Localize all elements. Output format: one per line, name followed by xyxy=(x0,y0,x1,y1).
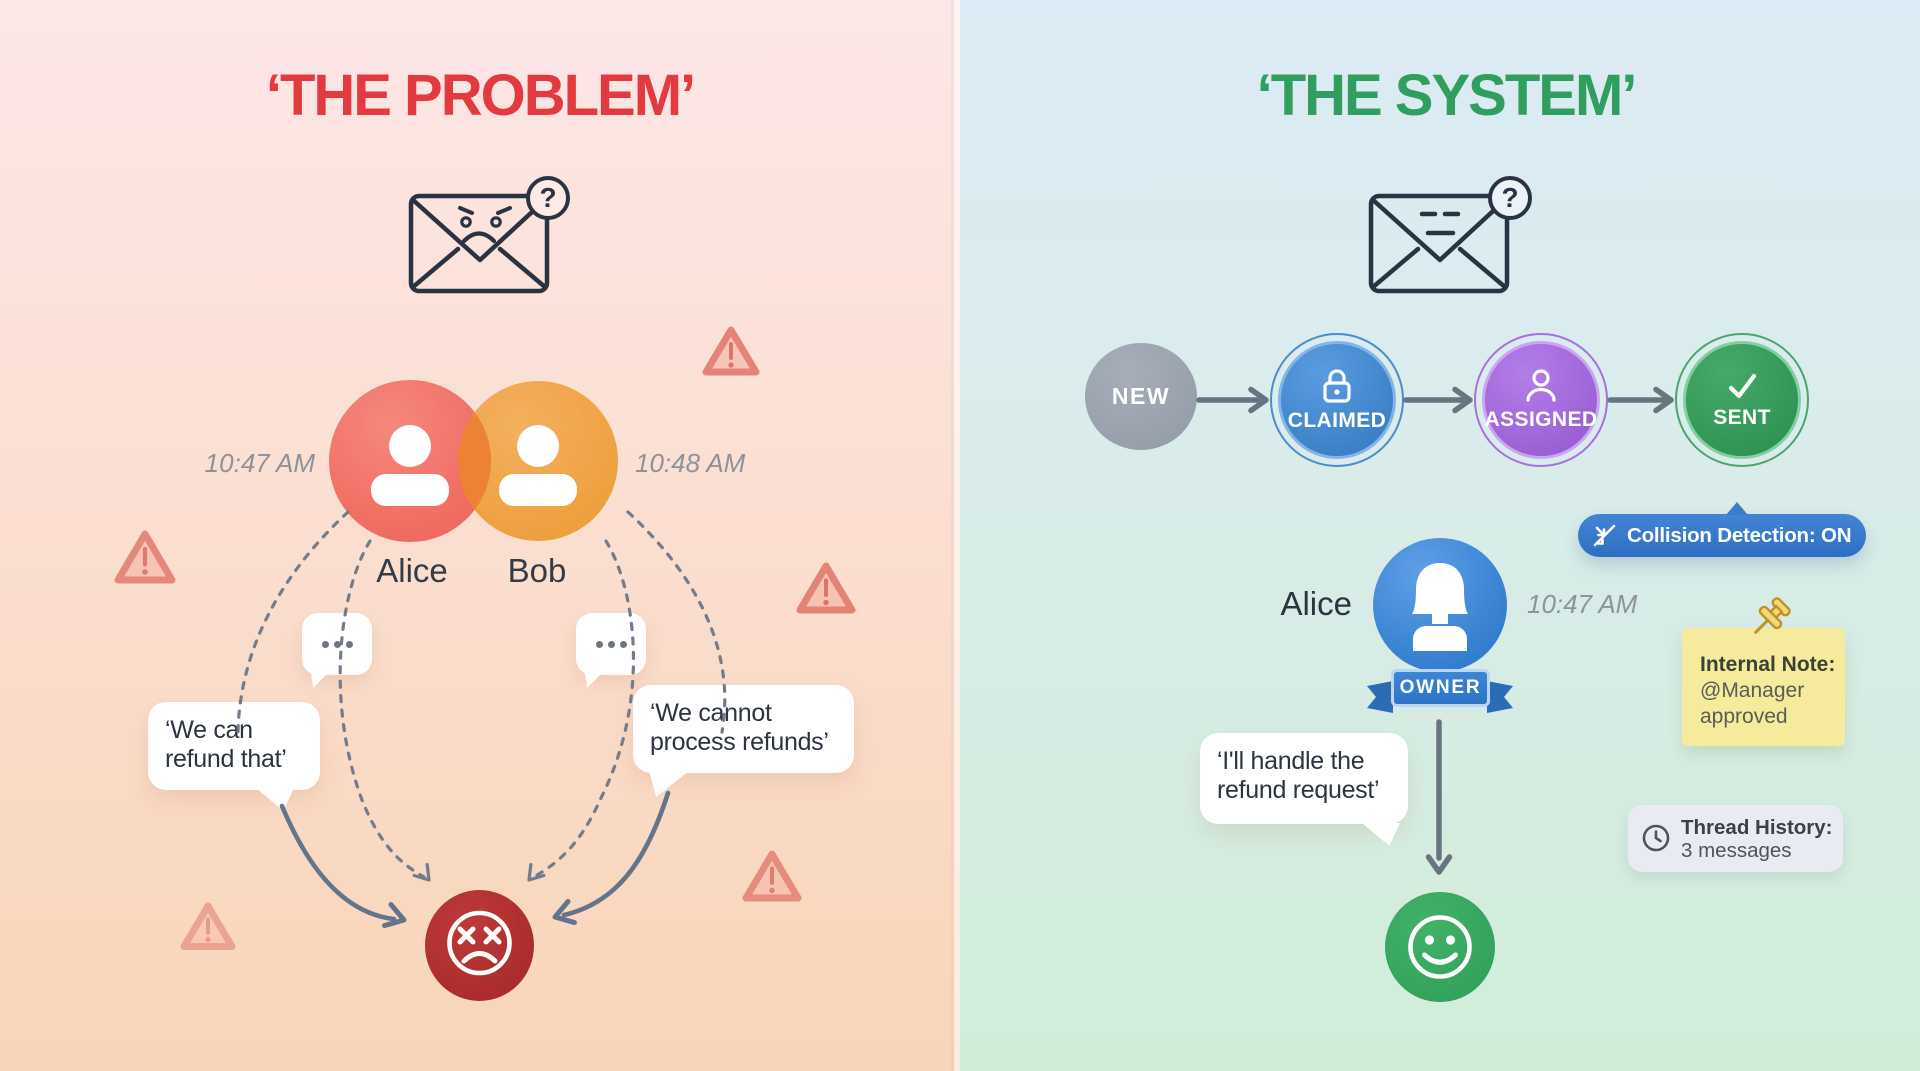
stage-label: NEW xyxy=(1111,383,1171,409)
stage-label: CLAIMED xyxy=(1287,409,1387,432)
badge-pointer xyxy=(1726,502,1748,515)
typing-dots-icon xyxy=(302,613,372,688)
thread-history-title: Thread History: xyxy=(1681,816,1833,839)
panel-divider-highlight xyxy=(954,0,960,1071)
speech-line: refund request’ xyxy=(1217,776,1380,804)
lock-icon xyxy=(1323,369,1351,403)
sticky-note-title: Internal Note: xyxy=(1700,653,1836,676)
pushpin-icon xyxy=(1754,597,1791,634)
owner-ribbon: OWNER xyxy=(1391,669,1490,707)
avatar-owner-alice xyxy=(1373,538,1507,672)
stage-label: SENT xyxy=(1713,406,1771,429)
system-title: ‘THE SYSTEM’ xyxy=(1256,63,1638,128)
speech-bubble-alice: ‘We can refund that’ xyxy=(148,702,320,811)
avatar-bob xyxy=(458,381,618,541)
speech-line: ‘I'll handle the xyxy=(1217,747,1365,775)
person-icon xyxy=(371,425,449,506)
question-badge-icon: ? xyxy=(1488,176,1532,220)
question-badge-icon: ? xyxy=(526,176,570,220)
collision-detection-badge: Collision Detection: ON xyxy=(1578,502,1866,557)
thread-history-card: Thread History: 3 messages xyxy=(1628,805,1843,872)
label-bob: Bob xyxy=(507,552,567,589)
check-icon xyxy=(1728,373,1757,399)
sticky-note-line: @Manager xyxy=(1700,679,1805,702)
stage-assigned: ASSIGNED xyxy=(1474,333,1608,467)
neutral-envelope-icon xyxy=(1368,193,1510,294)
stage-label: ASSIGNED xyxy=(1484,408,1598,431)
dead-face-icon xyxy=(425,890,534,1001)
timestamp-bob: 10:48 AM xyxy=(635,448,746,478)
problem-title: ‘THE PROBLEM’ xyxy=(265,63,696,128)
speech-bubble-owner: ‘I'll handle the refund request’ xyxy=(1200,733,1408,846)
timestamp-alice: 10:47 AM xyxy=(204,448,315,478)
stage-claimed: CLAIMED xyxy=(1270,333,1404,467)
timestamp-owner: 10:47 AM xyxy=(1527,589,1638,619)
smiley-face-icon xyxy=(1385,892,1495,1002)
speech-bubble-bob: ‘We cannot process refunds’ xyxy=(633,685,854,797)
person-icon xyxy=(1526,369,1556,402)
panel-divider xyxy=(951,0,954,1071)
collision-arrows-icon xyxy=(1593,524,1616,547)
speech-line: ‘We can xyxy=(165,716,253,744)
speech-line: process refunds’ xyxy=(650,728,829,756)
stage-sent: SENT xyxy=(1675,333,1809,467)
sticky-note-line: approved xyxy=(1700,705,1788,728)
thread-history-line: 3 messages xyxy=(1681,839,1792,862)
ribbon-wing-right xyxy=(1487,681,1513,713)
clock-icon xyxy=(1642,824,1670,852)
label-owner-alice: Alice xyxy=(1280,585,1352,622)
typing-dots-icon xyxy=(576,613,646,688)
speech-line: ‘We cannot xyxy=(650,699,772,727)
collision-badge-label: Collision Detection: ON xyxy=(1627,523,1852,547)
person-icon xyxy=(499,425,577,506)
female-person-icon xyxy=(1412,563,1468,651)
ribbon-wing-left xyxy=(1367,681,1393,713)
stage-new: NEW xyxy=(1085,343,1197,450)
angry-envelope-icon xyxy=(408,193,550,294)
speech-line: refund that’ xyxy=(165,745,287,773)
sticky-note: Internal Note: @Manager approved xyxy=(1682,628,1845,746)
